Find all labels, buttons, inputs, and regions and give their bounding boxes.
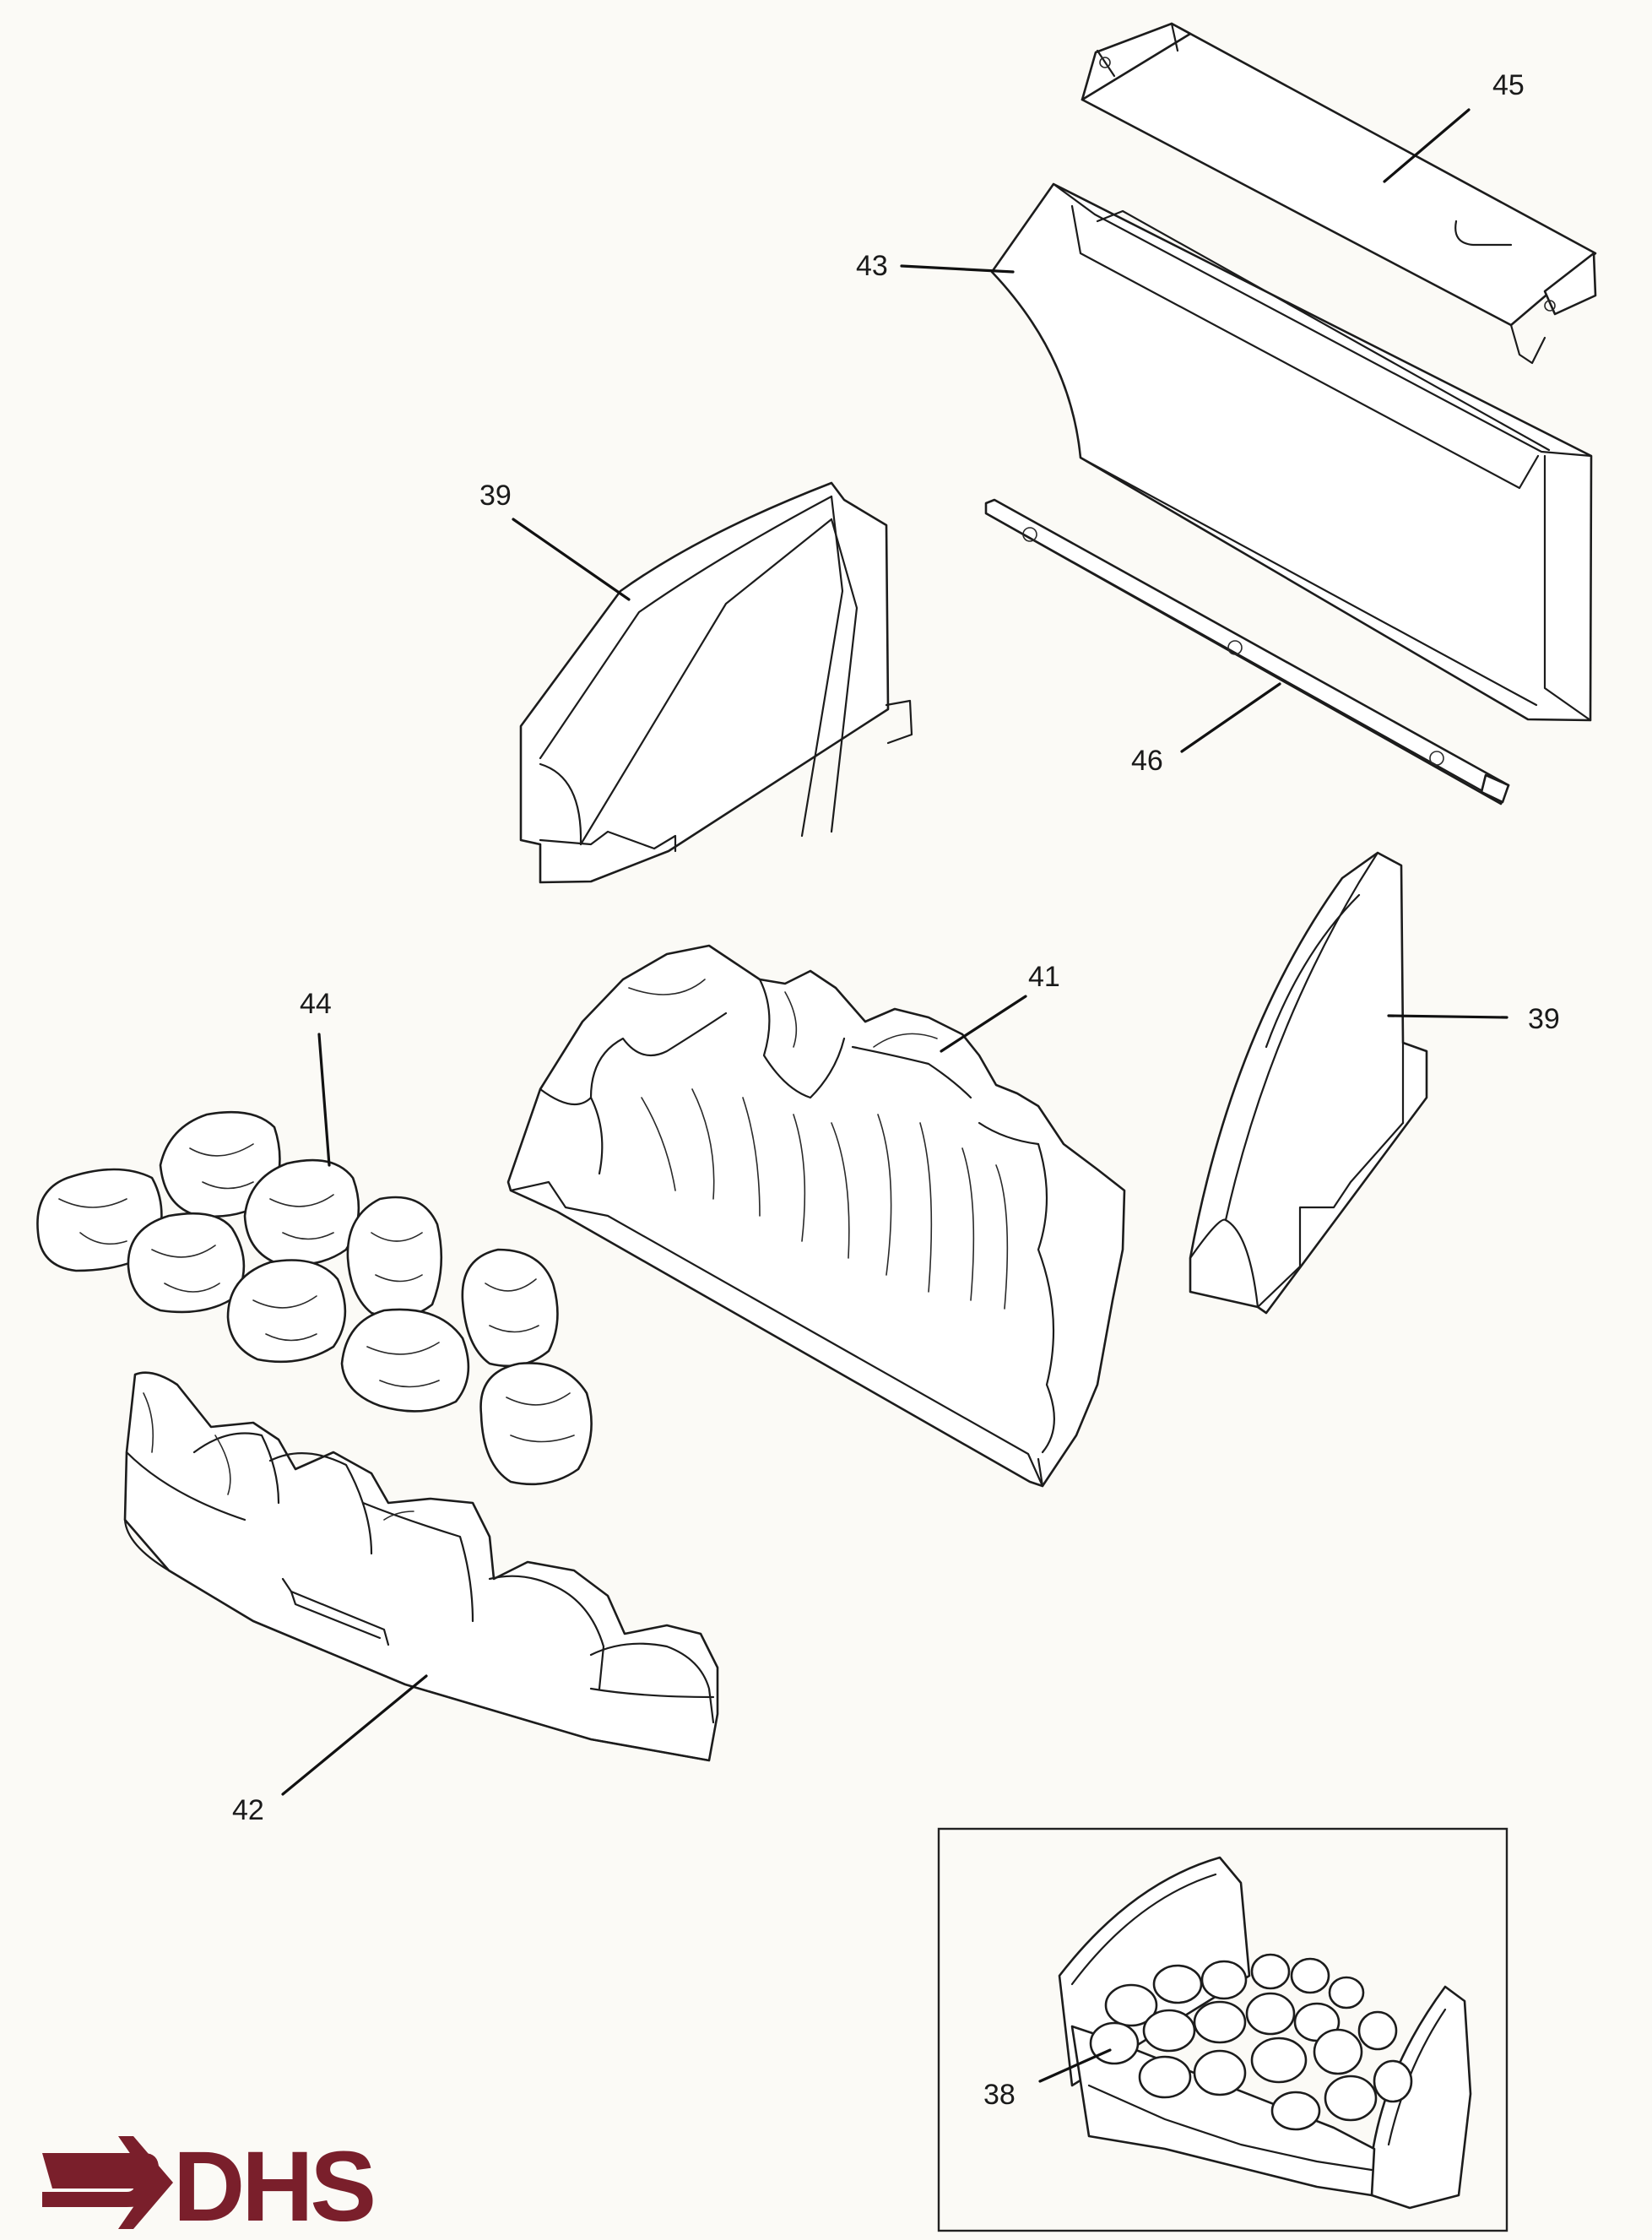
dhs-logo: DHS xyxy=(42,2131,376,2240)
callout-41: 41 xyxy=(1028,961,1060,993)
callout-45: 45 xyxy=(1492,69,1525,101)
callout-39-right: 39 xyxy=(1528,1003,1560,1035)
logo-arrow-icon xyxy=(42,2136,173,2229)
part-41-coal-bed xyxy=(506,944,1126,1488)
inset-assembled-view xyxy=(937,1827,1508,2232)
callout-38: 38 xyxy=(983,2079,1016,2111)
callout-44: 44 xyxy=(300,988,332,1020)
part-46-rail xyxy=(984,498,1510,805)
callout-43: 43 xyxy=(856,250,888,282)
part-43-rear-panel xyxy=(990,182,1593,722)
callout-39-upper: 39 xyxy=(479,480,512,512)
callout-46: 46 xyxy=(1131,745,1163,777)
part-39-side-block-left xyxy=(519,481,913,884)
part-44-coals xyxy=(36,1110,593,1486)
part-45-bracket xyxy=(1081,22,1597,365)
leader-lines xyxy=(281,108,1508,2083)
part-42-front-fret xyxy=(123,1371,719,1762)
callout-42: 42 xyxy=(232,1794,264,1826)
callout-labels: 45 43 39 46 41 39 44 42 38 xyxy=(232,69,1560,2111)
inset-coals xyxy=(1089,1953,1413,2131)
logo-text: DHS xyxy=(173,2131,373,2240)
part-39-side-block-right xyxy=(1189,851,1428,1315)
